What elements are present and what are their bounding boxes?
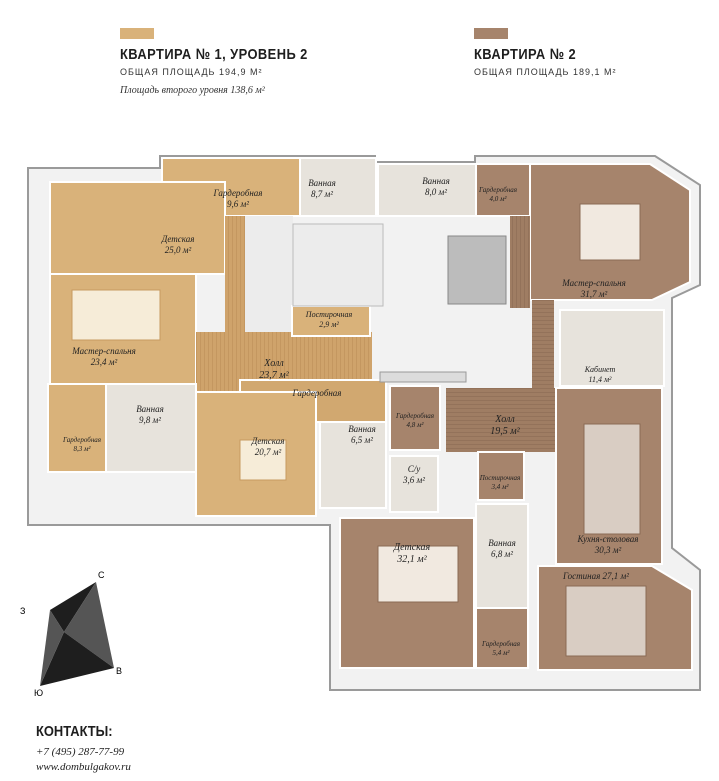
contact-site[interactable]: www.dombulgakov.ru xyxy=(36,761,131,773)
room-area-master-a2: 31,7 м² xyxy=(580,289,608,299)
room-area-kids-mid-a1: 20,7 м² xyxy=(255,447,282,457)
room-area-laundry-a2: 3,4 м² xyxy=(490,483,509,491)
room-area-hall-a2: 19,5 м² xyxy=(490,426,520,437)
room-name-bath-mid-a1: Ванная xyxy=(348,424,376,434)
room-name-kitchen-a2: Кухня-столовая xyxy=(577,534,639,544)
room-area-bath-low-a2: 6,8 м² xyxy=(491,549,513,559)
room-name-laundry-a1: Постирочная xyxy=(305,310,353,319)
apt1-title: КВАРТИРА № 1, УРОВЕНЬ 2 xyxy=(120,46,308,63)
room-name-laundry-a2: Постирочная xyxy=(479,474,521,482)
room-name-living-a2: Гостиная 27,1 м² xyxy=(562,571,629,581)
apt1-note: Площадь второго уровня 138,6 м² xyxy=(120,85,265,96)
room-area-bath-top-a1: 8,7 м² xyxy=(311,189,333,199)
room-name-study-a2: Кабинет xyxy=(584,365,616,374)
room-area-wardrobe-top-a1: 9,6 м² xyxy=(227,199,249,209)
room-area-wardrobe-top-a2: 4,0 м² xyxy=(489,195,507,203)
room-name-kids-mid-a1: Детская xyxy=(251,436,285,446)
room-name-wardrobe-top-a2: Гардеробная xyxy=(478,186,517,194)
contacts-title: КОНТАКТЫ: xyxy=(36,723,113,740)
room-area-kids-top-a1: 25,0 м² xyxy=(165,245,192,255)
room-area-wardrobe-left-a1: 8,3 м² xyxy=(73,445,91,453)
room-area-kitchen-a2: 30,3 м² xyxy=(594,545,622,555)
room-name-hall-a1: Холл xyxy=(263,358,284,369)
room-name-wardrobe-mid-a1: Гардеробная xyxy=(292,388,342,398)
room-name-hall-a2: Холл xyxy=(494,414,515,425)
compass-west: З xyxy=(20,606,25,616)
room-name-bath-left-a1: Ванная xyxy=(136,404,164,414)
room-name-master-a1: Мастер-спальня xyxy=(71,346,136,356)
compass-north: С xyxy=(98,570,105,580)
room-area-kids-a2: 32,1 м² xyxy=(396,554,427,565)
contact-phone[interactable]: +7 (495) 287-77-99 xyxy=(36,746,125,758)
room-area-wardrobe-low-a2: 5,4 м² xyxy=(492,649,510,657)
apt2-swatch xyxy=(474,28,508,39)
room-name-bath-top-a2: Ванная xyxy=(422,176,450,186)
room-name-wardrobe-mid-a2: Гардеробная xyxy=(395,412,434,420)
apt2-title: КВАРТИРА № 2 xyxy=(474,46,577,63)
room-area-laundry-a1: 2,9 м² xyxy=(319,320,339,329)
room-name-bath-top-a1: Ванная xyxy=(308,178,336,188)
room-area-bath-left-a1: 9,8 м² xyxy=(139,415,161,425)
room-name-bath-low-a2: Ванная xyxy=(488,538,516,548)
room-area-master-a1: 23,4 м² xyxy=(91,357,118,367)
room-name-wardrobe-low-a2: Гардеробная xyxy=(481,640,520,648)
room-area-bath-top-a2: 8,0 м² xyxy=(425,187,447,197)
room-area-wc-a2: 3,6 м² xyxy=(402,475,425,485)
room-name-master-a2: Мастер-спальня xyxy=(561,278,626,288)
room-area-hall-a1: 23,7 м² xyxy=(259,370,289,381)
room-area-bath-mid-a1: 6,5 м² xyxy=(351,435,373,445)
room-name-kids-top-a1: Детская xyxy=(161,234,195,244)
apt2-area: ОБЩАЯ ПЛОЩАДЬ 189,1 М² xyxy=(474,67,617,77)
room-name-wc-a2: С/у xyxy=(408,464,421,474)
room-name-wardrobe-left-a1: Гардеробная xyxy=(62,436,101,444)
room-area-wardrobe-mid-a2: 4,8 м² xyxy=(406,421,424,429)
compass-south: Ю xyxy=(34,688,43,698)
apt1-area: ОБЩАЯ ПЛОЩАДЬ 194,9 М² xyxy=(120,67,263,77)
room-name-wardrobe-top-a1: Гардеробная xyxy=(213,188,263,198)
compass-east: В xyxy=(116,666,122,676)
room-area-study-a2: 11,4 м² xyxy=(589,375,613,384)
room-name-kids-a2: Детская xyxy=(393,542,431,553)
compass: С З В Ю xyxy=(20,570,122,698)
apt1-swatch xyxy=(120,28,154,39)
